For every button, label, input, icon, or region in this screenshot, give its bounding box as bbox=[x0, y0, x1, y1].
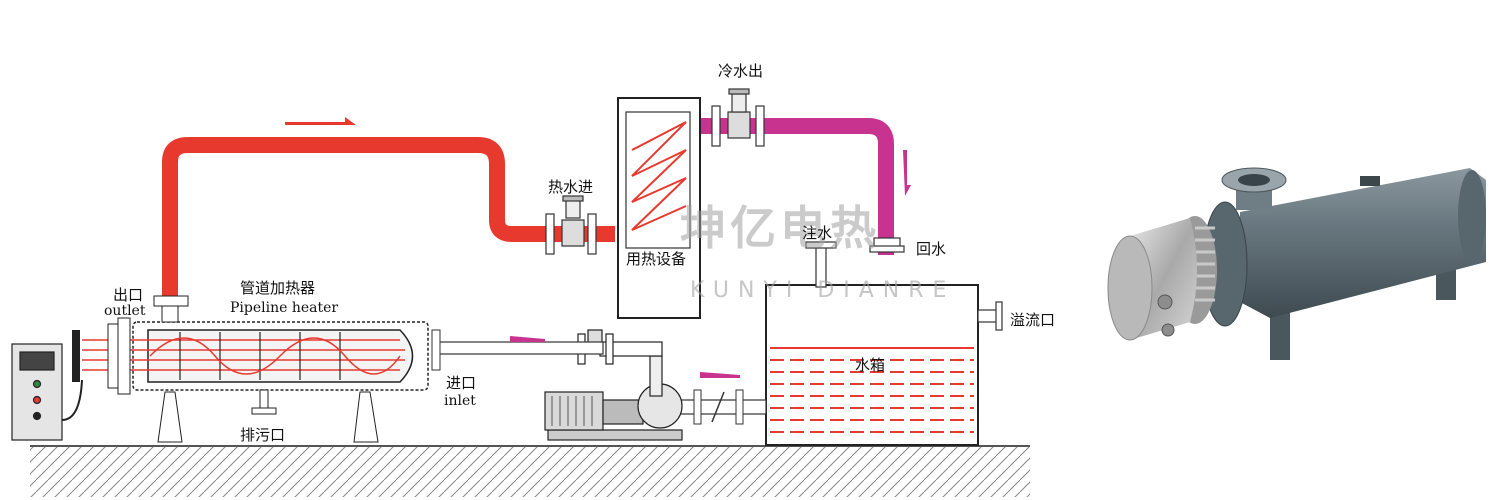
pipeline-heater-diagram bbox=[72, 295, 429, 443]
label-drain: 排污口 bbox=[240, 426, 286, 444]
label-inlet-en: inlet bbox=[444, 393, 476, 409]
hot-supply-pipe bbox=[162, 137, 615, 300]
label-pipeline-heater-cn: 管道加热器 bbox=[240, 279, 316, 297]
heat-equipment bbox=[617, 97, 701, 319]
label-inlet-cn: 进口 bbox=[446, 374, 477, 392]
inlet-pipe bbox=[431, 329, 604, 371]
label-water-fill: 注水 bbox=[802, 224, 833, 242]
ground bbox=[30, 445, 1030, 497]
return-pipe bbox=[700, 118, 894, 255]
label-overflow: 溢流口 bbox=[1010, 311, 1056, 329]
flow-arrow-top bbox=[285, 117, 356, 125]
label-pipeline-heater-en: Pipeline heater bbox=[230, 300, 339, 316]
hot-in-valve-group bbox=[545, 195, 597, 255]
watermark-brand: 坤亿电热 bbox=[680, 201, 880, 255]
label-outlet-cn: 出口 bbox=[113, 286, 144, 304]
flow-arrow-return bbox=[903, 150, 911, 196]
label-return-water: 回水 bbox=[916, 240, 947, 258]
pipeline-heater-photo bbox=[1107, 167, 1486, 360]
label-heat-equipment: 用热设备 bbox=[626, 250, 687, 268]
label-water-tank: 水箱 bbox=[855, 356, 886, 374]
label-cold-water-out: 冷水出 bbox=[718, 62, 764, 80]
watermark-brand-en: KUNYI DIANRE bbox=[690, 278, 956, 303]
water-tank bbox=[765, 237, 1003, 446]
control-cabinet bbox=[11, 343, 83, 441]
label-hot-water-in: 热水进 bbox=[548, 178, 594, 196]
cold-out-valve-group bbox=[711, 88, 765, 147]
tank-to-pump-pipe bbox=[679, 372, 767, 425]
label-outlet-en: outlet bbox=[104, 303, 146, 319]
